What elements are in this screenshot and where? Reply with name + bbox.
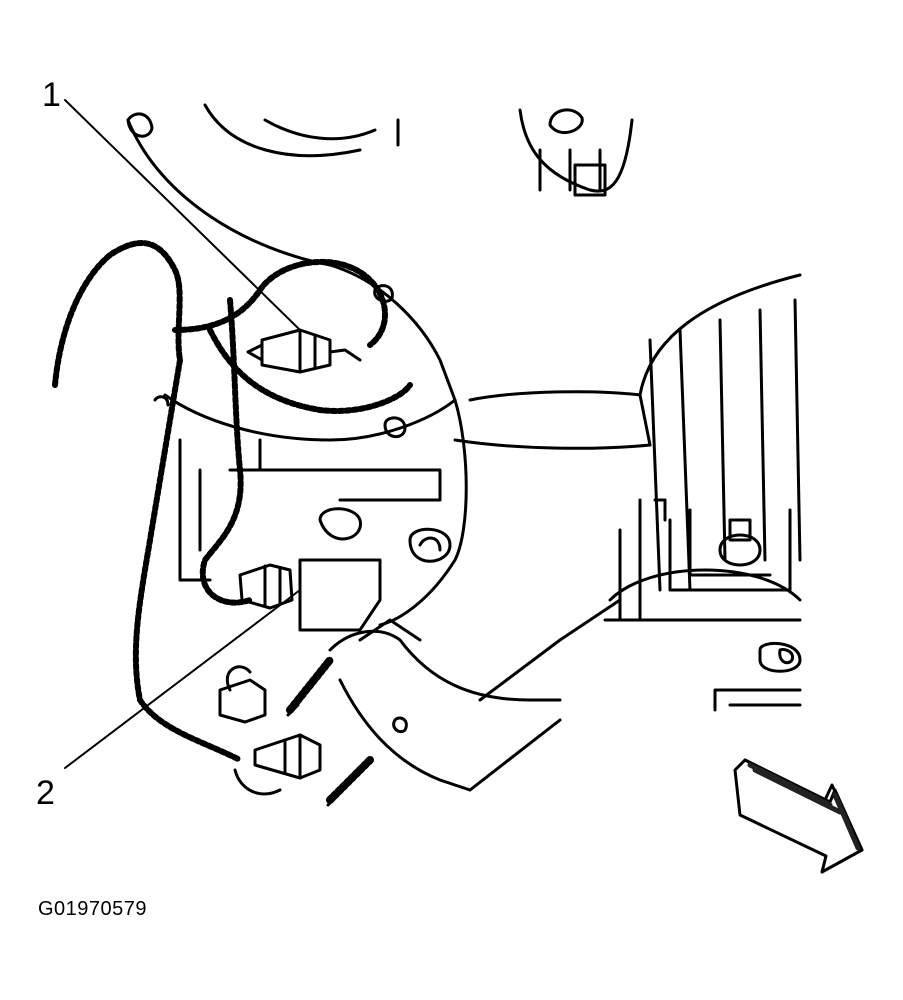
fasteners (153, 284, 407, 439)
upper-engine-block (126, 103, 634, 402)
sensor-connector-2 (238, 563, 294, 610)
wiring-harness (52, 240, 413, 763)
front-direction-arrow (733, 758, 864, 874)
sensor-connector-1 (246, 328, 362, 374)
callout-1-leader (64, 99, 301, 331)
callout-2-leader (64, 589, 301, 769)
oxygen-sensors (218, 656, 374, 807)
figure-id: G01970579 (38, 898, 148, 920)
callout-label-2: 2 (36, 774, 55, 812)
callout-label-1: 1 (42, 76, 61, 114)
engine-mount (453, 273, 802, 712)
central-housing (163, 393, 622, 792)
